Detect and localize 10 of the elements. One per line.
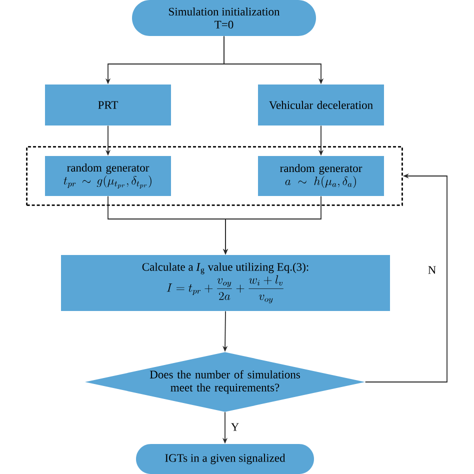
dashed-group-box — [26, 146, 403, 206]
process-box: Calculate a I$_{g}$ value utilizing Eq.(3): $I=t_{pr}+\frac{v_{oy}}{2a}+\frac{w_{i}+l_{v}}{v_{oy}}$ — [61, 255, 390, 311]
process-box: random generator $t_{pr}\sim g(\mu_{t_{pr}},\delta_{t_{pr}})$ — [45, 156, 171, 196]
process-box: random generator $a\sim h(\mu_{a},\delta_{a})$ — [258, 156, 384, 196]
terminal-box: IGTs in a given signalized — [136, 444, 314, 474]
edge-label: N — [426, 265, 438, 275]
edge-label: Y — [230, 422, 240, 432]
process-box: Vehicular deceleration — [258, 84, 384, 126]
terminal-box: Simulation initialization T=0 — [132, 0, 316, 36]
process-box: PRT — [45, 84, 171, 126]
